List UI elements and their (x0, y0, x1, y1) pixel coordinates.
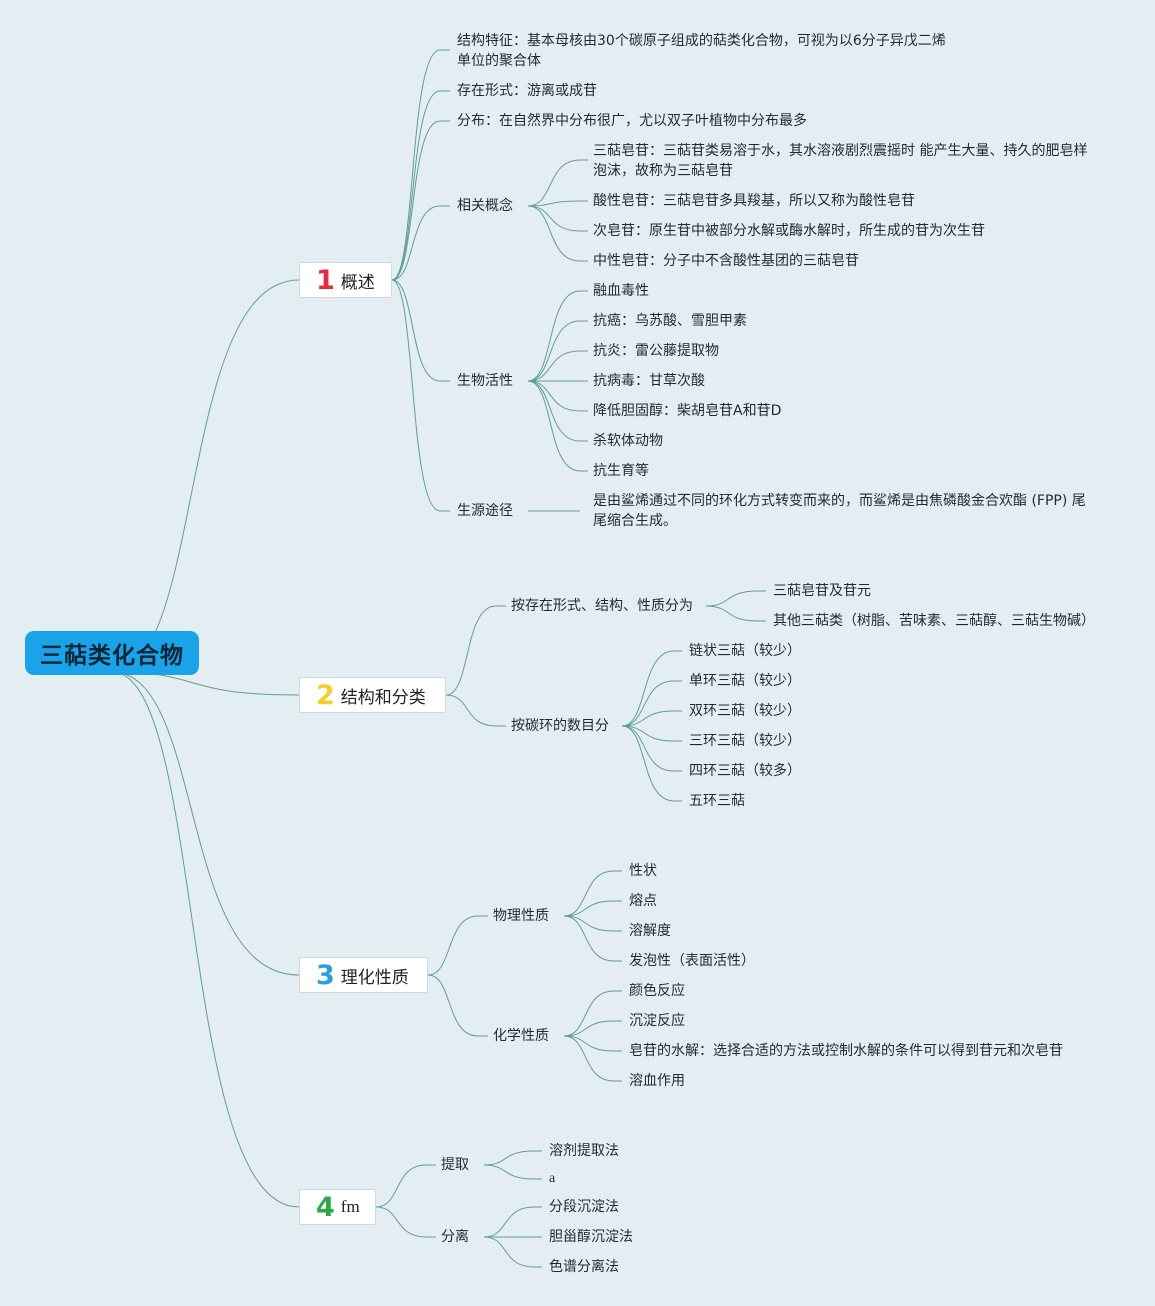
branch-structure-classification[interactable]: 2 结构和分类 (299, 677, 446, 713)
leaf-other-triterpenes[interactable]: 其他三萜类（树脂、苦味素、三萜醇、三萜生物碱） (773, 613, 1095, 629)
leaf-chemical-0[interactable]: 颜色反应 (629, 983, 685, 999)
leaf-chemical-1[interactable]: 沉淀反应 (629, 1013, 685, 1029)
leaf-a[interactable]: a (549, 1171, 556, 1186)
node-extraction[interactable]: 提取 (441, 1157, 469, 1173)
leaf-bioactivity-3[interactable]: 抗炎：雷公藤提取物 (593, 343, 719, 359)
leaf-ring-4[interactable]: 四环三萜（较多） (689, 763, 801, 779)
branch-title: 结构和分类 (340, 687, 426, 708)
leaf-physical-3[interactable]: 发泡性（表面活性） (629, 953, 755, 969)
branch-title: fm (340, 1197, 360, 1216)
leaf-fractional-precipitation[interactable]: 分段沉淀法 (549, 1199, 619, 1215)
branch-physicochemical[interactable]: 3 理化性质 (299, 957, 428, 993)
leaf-bioactivity-1[interactable]: 融血毒性 (593, 283, 649, 299)
branch-title: 概述 (340, 272, 375, 293)
number-3-icon: 3 (316, 959, 335, 991)
leaf-solvent-extraction[interactable]: 溶剂提取法 (549, 1143, 619, 1159)
node-physical-properties[interactable]: 物理性质 (493, 908, 549, 924)
leaf-saponin-aglycone[interactable]: 三萜皂苷及苷元 (773, 583, 871, 599)
leaf-chemical-3[interactable]: 溶血作用 (629, 1073, 685, 1089)
leaf-secondary-saponin[interactable]: 次皂苷：原生苷中被部分水解或酶水解时，所生成的苷为次生苷 (593, 223, 985, 239)
leaf-bioactivity-2[interactable]: 抗癌：乌苏酸、雪胆甲素 (593, 313, 747, 329)
node-distribution[interactable]: 分布：在自然界中分布很广，尤以双子叶植物中分布最多 (457, 113, 807, 129)
leaf-neutral-saponin[interactable]: 中性皂苷：分子中不含酸性基团的三萜皂苷 (593, 253, 859, 269)
number-1-icon: 1 (316, 264, 335, 296)
node-chemical-properties[interactable]: 化学性质 (493, 1028, 549, 1044)
leaf-chromatography[interactable]: 色谱分离法 (549, 1259, 619, 1275)
node-structure-feature[interactable]: 结构特征：基本母核由30个碳原子组成的萜类化合物，可视为以6分子异戊二烯单位的聚… (457, 33, 946, 69)
leaf-ring-1[interactable]: 单环三萜（较少） (689, 673, 801, 689)
leaf-triterpene-saponin[interactable]: 三萜皂苷：三萜苷类易溶于水，其水溶液剧烈震摇时 能产生大量、持久的肥皂样泡沫，故… (593, 143, 1088, 179)
leaf-cholesterol-precipitation[interactable]: 胆甾醇沉淀法 (549, 1229, 633, 1245)
leaf-ring-3[interactable]: 三环三萜（较少） (689, 733, 801, 749)
leaf-physical-1[interactable]: 熔点 (629, 893, 657, 909)
leaf-ring-5[interactable]: 五环三萜 (689, 793, 745, 809)
number-4-icon: 4 (316, 1191, 335, 1223)
leaf-bioactivity-7[interactable]: 抗生育等 (593, 463, 649, 479)
node-classify-by-rings[interactable]: 按碳环的数目分 (511, 718, 609, 734)
number-2-icon: 2 (316, 679, 335, 711)
leaf-bioactivity-6[interactable]: 杀软体动物 (593, 433, 663, 449)
branch-overview[interactable]: 1 概述 (299, 262, 392, 298)
leaf-physical-0[interactable]: 性状 (629, 863, 657, 879)
leaf-acidic-saponin[interactable]: 酸性皂苷：三萜皂苷多具羧基，所以又称为酸性皂苷 (593, 193, 915, 209)
node-separation[interactable]: 分离 (441, 1229, 469, 1245)
leaf-ring-2[interactable]: 双环三萜（较少） (689, 703, 801, 719)
leaf-ring-0[interactable]: 链状三萜（较少） (689, 643, 801, 659)
leaf-chemical-2[interactable]: 皂苷的水解：选择合适的方法或控制水解的条件可以得到苷元和次皂苷 (629, 1043, 1063, 1059)
branch-fm[interactable]: 4 fm (299, 1189, 376, 1225)
node-classify-by-form[interactable]: 按存在形式、结构、性质分为 (511, 598, 693, 614)
leaf-physical-2[interactable]: 溶解度 (629, 923, 671, 939)
node-existence-form[interactable]: 存在形式：游离或成苷 (457, 83, 597, 99)
node-biosynthesis[interactable]: 生源途径 (457, 503, 513, 519)
leaf-bioactivity-4[interactable]: 抗病毒：甘草次酸 (593, 373, 705, 389)
leaf-biosynthesis[interactable]: 是由鲨烯通过不同的环化方式转变而来的，而鲨烯是由焦磷酸金合欢酯 (FPP) 尾尾… (593, 493, 1086, 529)
root-topic[interactable]: 三萜类化合物 (25, 631, 199, 675)
leaf-bioactivity-5[interactable]: 降低胆固醇：柴胡皂苷A和苷D (593, 403, 782, 419)
branch-title: 理化性质 (340, 967, 409, 988)
node-related-concepts[interactable]: 相关概念 (457, 198, 513, 214)
node-bioactivity[interactable]: 生物活性 (457, 373, 513, 389)
